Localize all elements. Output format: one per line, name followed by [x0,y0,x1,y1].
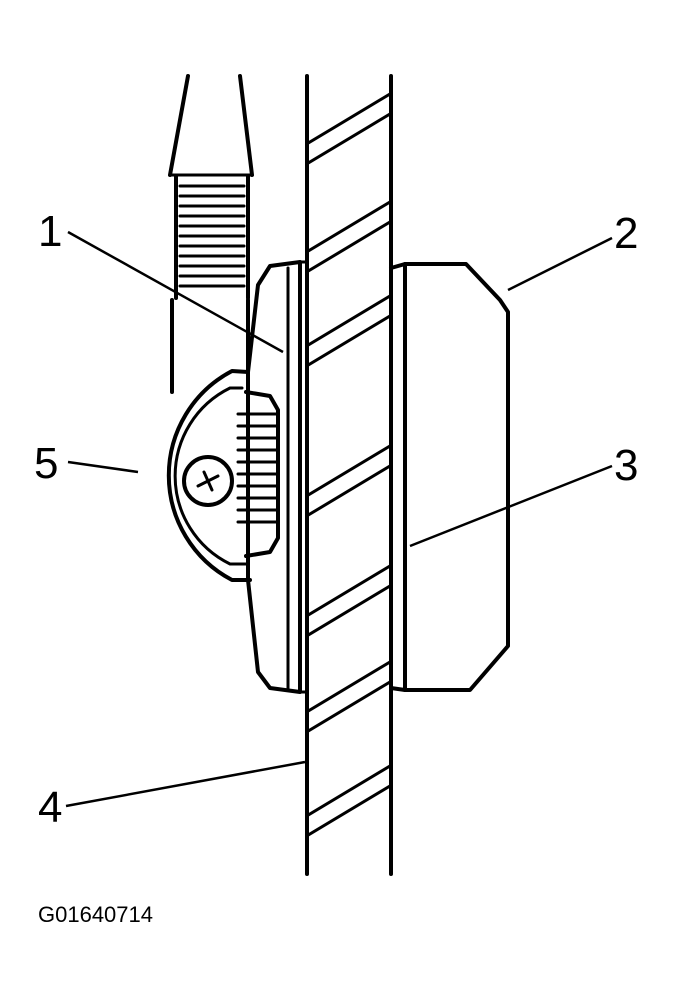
antenna-mast [168,74,254,177]
ratchet-block [236,390,280,558]
callout-2: 2 [614,209,638,258]
leader-1 [67,230,284,354]
leader-2 [507,236,613,292]
callout-1: 1 [38,207,62,256]
screw-icon [182,455,234,507]
threaded-stud [170,174,250,394]
body-panel [305,74,393,876]
callout-4: 4 [38,783,62,832]
leader-lines [65,230,613,808]
figure-id: G01640714 [38,902,153,927]
gasket [389,262,407,692]
mounting-nut [403,262,510,692]
callout-3: 3 [614,441,638,490]
leader-3 [409,464,613,548]
swivel-housing [166,369,252,582]
callout-5: 5 [34,439,58,488]
leader-4 [65,760,306,808]
leader-5 [67,460,139,474]
